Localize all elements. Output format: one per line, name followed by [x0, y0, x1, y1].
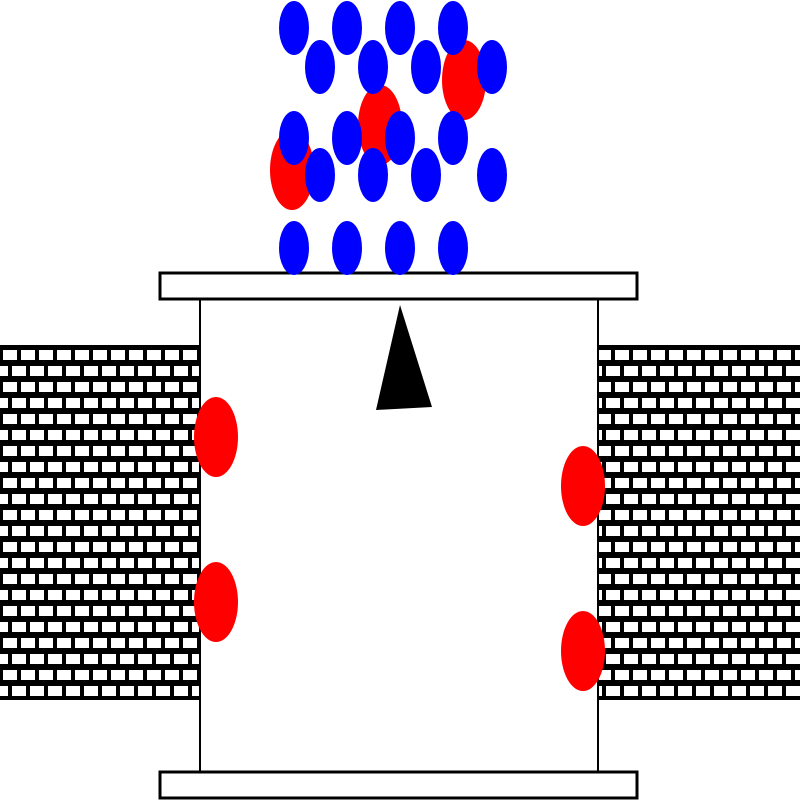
- blue-enemy: [385, 111, 415, 165]
- red-enemy: [561, 611, 605, 691]
- blue-enemy: [332, 1, 362, 55]
- blue-enemy: [332, 111, 362, 165]
- right-brick-wall: [598, 345, 800, 700]
- red-enemy: [194, 562, 238, 642]
- left-brick-wall: [0, 345, 200, 700]
- blue-enemy: [477, 40, 507, 94]
- red-enemy: [442, 40, 486, 120]
- blue-enemy: [358, 148, 388, 202]
- blue-enemy: [477, 148, 507, 202]
- top-plank: [158, 271, 639, 301]
- blue-enemy: [305, 40, 335, 94]
- blue-enemy: [438, 1, 468, 55]
- blue-enemy: [411, 40, 441, 94]
- blue-enemy: [385, 1, 415, 55]
- blue-enemy: [279, 221, 309, 275]
- blue-enemy: [438, 221, 468, 275]
- blue-enemy: [305, 148, 335, 202]
- blue-enemy: [358, 40, 388, 94]
- blue-enemy: [438, 111, 468, 165]
- bottom-plank: [158, 770, 639, 800]
- player-ship-triangle-icon[interactable]: [376, 305, 432, 410]
- blue-enemy: [332, 221, 362, 275]
- red-enemy: [194, 397, 238, 477]
- blue-enemy: [279, 111, 309, 165]
- blue-enemy: [279, 1, 309, 55]
- blue-enemy: [411, 148, 441, 202]
- blue-enemy: [385, 221, 415, 275]
- red-enemy: [561, 446, 605, 526]
